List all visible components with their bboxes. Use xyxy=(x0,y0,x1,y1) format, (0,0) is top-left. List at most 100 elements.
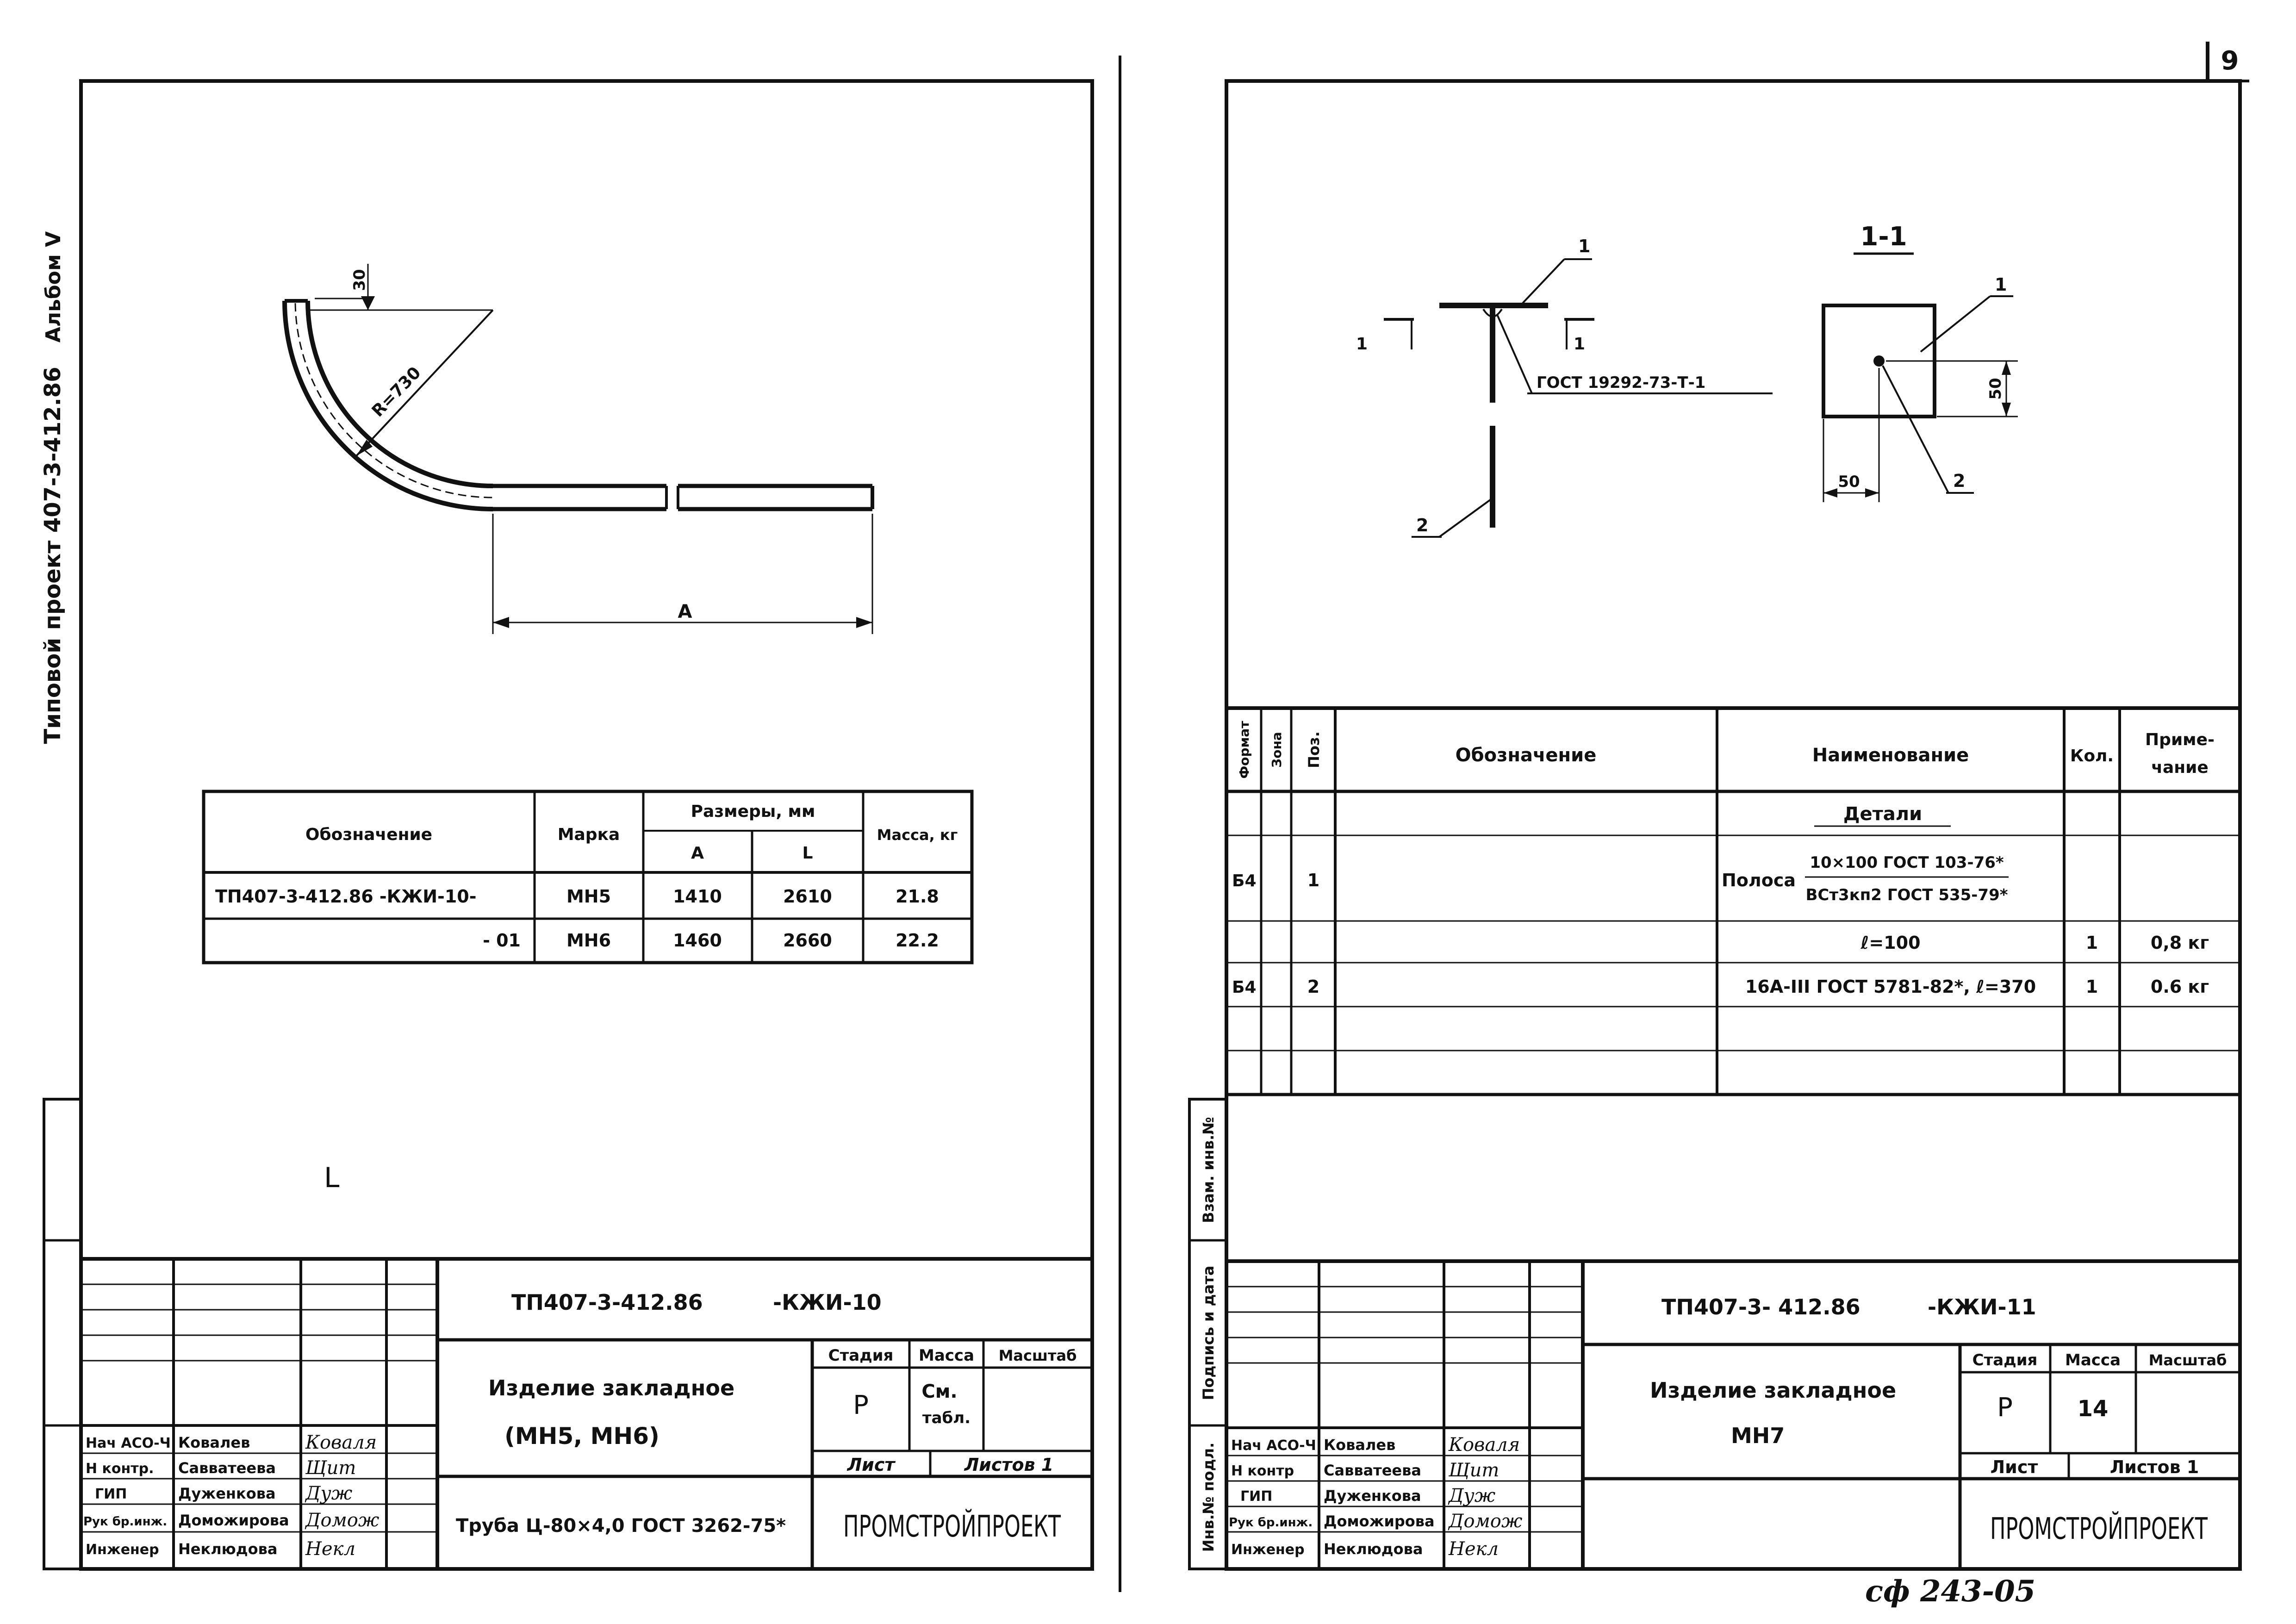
row1-a: 1410 xyxy=(673,886,722,907)
right-name-line2: МН7 xyxy=(1731,1423,1785,1448)
side-vzam-label: Взам. инв.№ xyxy=(1200,1117,1217,1223)
left-person-1: Ковалев xyxy=(178,1434,250,1451)
row1-mass: 21.8 xyxy=(896,886,939,907)
spec-row3-format: Б4 xyxy=(1232,978,1257,997)
right-title-block-lines xyxy=(1226,1259,2240,1569)
th-designation: Обозначение xyxy=(305,825,432,844)
row2-mark: МН6 xyxy=(566,930,611,951)
left-title-block-text: ТП407-3-412.86 -КЖИ-10 Изделие закладное… xyxy=(83,1290,1076,1560)
embedded-part-drawing: 1 1 1 ГОСТ 19292-73-Т-1 2 1-1 1 xyxy=(1356,222,2018,538)
right-doc: -КЖИ-11 xyxy=(1928,1294,2036,1319)
pipe-bend-drawing: R=730 30 A L xyxy=(282,264,874,1194)
callout-1-section: 1 xyxy=(1995,274,2007,295)
page-number: 9 xyxy=(2221,46,2239,76)
dim-50-vertical: 50 xyxy=(1986,378,2005,399)
spec-row1-name-prefix: Полоса xyxy=(1722,870,1796,890)
spec-row1-pos: 1 xyxy=(1307,870,1319,890)
left-code: ТП407-3-412.86 xyxy=(511,1290,703,1315)
left-role-1: Нач АСО-Ч xyxy=(86,1435,171,1451)
dim-50-horizontal: 50 xyxy=(1838,473,1860,491)
mark-L: L xyxy=(324,1162,340,1194)
left-signature-5: Некл xyxy=(305,1538,355,1560)
right-signature-3: Дуж xyxy=(1448,1485,1496,1506)
spec-row3-name: 16А-III ГОСТ 5781-82*, ℓ=370 xyxy=(1745,977,2036,997)
left-doc: -КЖИ-10 xyxy=(773,1290,882,1315)
spec-th-note-1: Приме- xyxy=(2145,730,2215,749)
section-mark-left: 1 xyxy=(1356,335,1368,354)
th-mass: Масса, кг xyxy=(877,826,958,844)
left-company: ПРОМСТРОЙПРОЕКТ xyxy=(843,1509,1061,1544)
left-mass-label: Масса xyxy=(919,1346,974,1365)
callout-2-elevation: 2 xyxy=(1416,515,1428,535)
spec-row2-note: 0,8 кг xyxy=(2151,933,2209,953)
left-role-3: ГИП xyxy=(95,1486,127,1502)
spec-section-details: Детали xyxy=(1843,803,1922,825)
rod-section-dot xyxy=(1873,355,1885,367)
row2-designation: - 01 xyxy=(483,930,521,951)
left-signature-4: Домож xyxy=(305,1510,380,1531)
left-name-line2: (МН5, МН6) xyxy=(504,1423,660,1450)
bottom-stamp: сф 243-05 xyxy=(1865,1574,2035,1609)
th-sizes: Размеры, мм xyxy=(691,802,815,821)
left-role-2: Н контр. xyxy=(86,1461,154,1477)
right-role-5: Инженер xyxy=(1231,1542,1305,1558)
right-stage-label: Стадия xyxy=(1972,1351,2038,1369)
left-mass-value-2: табл. xyxy=(922,1409,971,1427)
spec-th-qty: Кол. xyxy=(2070,747,2114,765)
marks-table-text: Обозначение Марка Размеры, мм A L Масса,… xyxy=(215,802,958,951)
left-role-5: Инженер xyxy=(86,1542,159,1558)
left-scale-label: Масштаб xyxy=(999,1347,1077,1364)
row1-mark: МН5 xyxy=(566,886,611,907)
section-title: 1-1 xyxy=(1860,222,1907,252)
spec-row2-name: ℓ=100 xyxy=(1860,933,1920,953)
left-person-2: Савватеева xyxy=(178,1459,276,1477)
spec-th-zone: Зона xyxy=(1269,732,1284,767)
spec-table-lines xyxy=(1226,706,2240,1096)
left-person-4: Доможирова xyxy=(178,1512,289,1529)
row2-a: 1460 xyxy=(673,930,722,951)
row2-l: 2660 xyxy=(783,930,832,951)
spec-row3-pos: 2 xyxy=(1307,977,1319,997)
left-stage-label: Стадия xyxy=(828,1346,894,1365)
right-person-5: Неклюдова xyxy=(1324,1540,1423,1558)
left-person-5: Неклюдова xyxy=(178,1540,277,1558)
left-signature-3: Дуж xyxy=(305,1483,353,1504)
right-role-2: Н контр xyxy=(1231,1463,1294,1479)
right-role-3: ГИП xyxy=(1240,1488,1272,1505)
right-sheet: Взам. инв.№ Подпись и дата Инв.№ подл. 1… xyxy=(1188,79,2242,1571)
dim-A: A xyxy=(678,601,692,622)
left-sheets-label: Листов 1 xyxy=(964,1455,1054,1475)
left-material: Труба Ц-80×4,0 ГОСТ 3262-75* xyxy=(456,1515,786,1537)
right-mass-value: 14 xyxy=(2078,1396,2109,1422)
right-signature-2: Щит xyxy=(1448,1460,1499,1481)
right-person-2: Савватеева xyxy=(1324,1462,1421,1479)
left-person-3: Дуженкова xyxy=(178,1485,276,1502)
right-title-block-text: ТП407-3- 412.86 -КЖИ-11 Изделие закладно… xyxy=(1229,1294,2227,1560)
th-a: A xyxy=(691,844,704,863)
right-sheet-label: Лист xyxy=(1991,1457,2038,1477)
left-frame xyxy=(79,79,1094,1571)
left-title-block-lines xyxy=(81,1257,1092,1569)
left-signature-1: Коваля xyxy=(305,1432,377,1453)
spec-th-note-2: чание xyxy=(2151,758,2209,777)
right-frame xyxy=(1225,79,2242,1571)
right-signature-1: Коваля xyxy=(1448,1434,1520,1456)
left-sheet: Типовой проект 407-3-412.86 Альбом V R=7… xyxy=(40,79,1094,1571)
right-side-strip xyxy=(1188,1098,1228,1570)
dim-30: 30 xyxy=(350,269,369,291)
left-sheet-label: Лист xyxy=(847,1455,896,1475)
right-person-4: Доможирова xyxy=(1324,1512,1435,1530)
spec-row1-name-top: 10×100 ГОСТ 103-76* xyxy=(1810,853,2004,872)
right-scale-label: Масштаб xyxy=(2149,1351,2227,1369)
th-l: L xyxy=(803,844,813,863)
spec-th-pos: Поз. xyxy=(1305,731,1323,768)
right-company: ПРОМСТРОЙПРОЕКТ xyxy=(1990,1511,2208,1546)
spec-table-text: Формат Зона Поз. Обозначение Наименовани… xyxy=(1232,721,2215,997)
right-signature-4: Домож xyxy=(1448,1511,1523,1532)
right-stage: Р xyxy=(1997,1393,2013,1423)
spec-th-designation: Обозначение xyxy=(1456,745,1597,766)
right-person-3: Дуженкова xyxy=(1324,1487,1421,1505)
row1-designation: ТП407-3-412.86 -КЖИ-10- xyxy=(215,886,476,907)
right-person-1: Ковалев xyxy=(1324,1436,1395,1454)
